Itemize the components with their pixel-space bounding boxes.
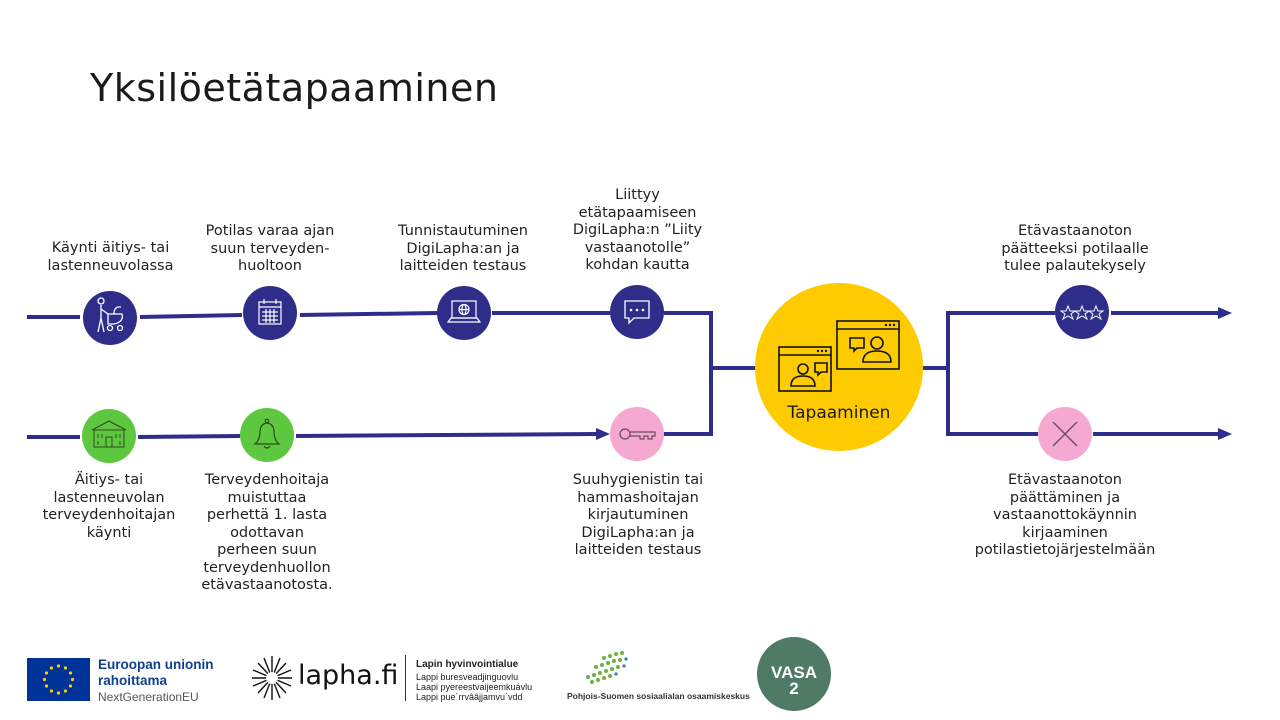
node-bell — [240, 408, 294, 462]
footer-divider — [405, 655, 406, 701]
node-chat — [610, 285, 664, 339]
pohjois-suomen-text: Pohjois-Suomen sosiaalialan osaamiskesku… — [567, 691, 750, 701]
calendar-icon — [258, 299, 282, 325]
connector-lines — [27, 311, 1218, 439]
eu-flag-logo — [27, 658, 90, 701]
lapha-wordmark: lapha.fi — [298, 660, 399, 691]
video-meeting-icon — [778, 320, 900, 392]
vasa2-logo: VASA 2 — [757, 637, 831, 711]
node-stroller — [83, 291, 137, 345]
center-node-meeting: Tapaaminen — [755, 283, 923, 451]
building-icon — [91, 420, 127, 448]
key-icon — [619, 428, 656, 440]
stars-icon — [1059, 304, 1105, 321]
page-title: Yksilöetätapaaminen — [90, 66, 499, 110]
chat-bubble-icon — [624, 300, 650, 325]
laptop-globe-icon — [446, 300, 482, 323]
arrow-head-top-right — [1218, 307, 1232, 319]
stroller-icon — [97, 297, 124, 333]
node-key — [610, 407, 664, 461]
arrow-head-key — [596, 428, 610, 440]
lapha-sun-logo — [252, 656, 292, 700]
node-calendar — [243, 286, 297, 340]
bell-icon — [253, 418, 281, 449]
lapin-hyvinvointialue-text: Lapin hyvinvointialue Lappi buresveadjin… — [416, 659, 533, 703]
close-x-icon — [1052, 421, 1078, 447]
arrow-heads — [596, 307, 1232, 440]
node-close — [1038, 407, 1092, 461]
pohjois-suomen-logo — [586, 651, 628, 684]
node-building — [82, 409, 136, 463]
arrow-head-bottom-right — [1218, 428, 1232, 440]
node-stars — [1055, 285, 1109, 339]
center-node-label: Tapaaminen — [787, 403, 891, 423]
eu-funding-text: Euroopan unionin rahoittama NextGenerati… — [98, 657, 214, 704]
node-laptop — [437, 286, 491, 340]
